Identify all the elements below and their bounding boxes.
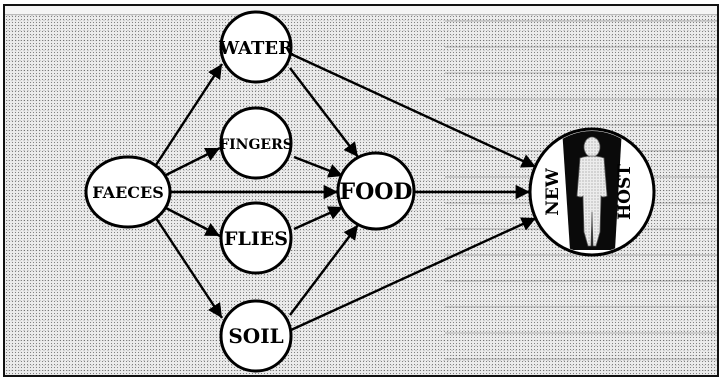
label-flies: FLIES [224,228,288,250]
node-fingers [219,106,293,180]
arrow-faeces-water [154,63,224,166]
node-faeces [84,155,172,229]
arrow-flies-food [293,205,344,231]
arrows [154,52,537,332]
label-faeces: FAECES [92,183,164,202]
arrow-faeces-soil [154,217,224,319]
label-new: NEW [543,167,563,215]
arrow-soil-food [289,224,359,316]
host-figure-icon [562,131,622,250]
node-flies [219,201,293,275]
top-band [5,6,717,15]
label-fingers: FINGERS [219,137,293,153]
node-water [219,10,293,84]
arrow-faeces-fingers [163,146,221,178]
label-soil: SOIL [228,324,283,348]
node-food [336,151,416,231]
label-water: WATER [218,38,294,59]
arrow-faeces-flies [163,205,221,238]
label-host: HOST [615,164,635,220]
node-soil [219,299,293,373]
label-food: FOOD [339,179,412,205]
arrow-fingers-food [293,155,344,178]
arrow-water-food [289,67,359,158]
arrow-soil-host [290,216,537,332]
arrow-water-host [290,52,537,169]
